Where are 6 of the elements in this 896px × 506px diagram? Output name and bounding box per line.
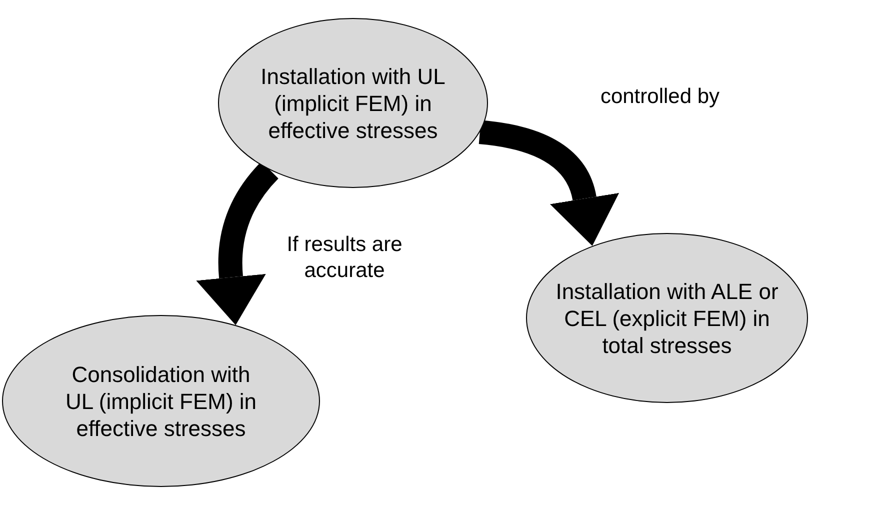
node-text: Installation with ALE or CEL (explicit FEM) in total stresses [554,278,780,358]
node-text: Consolidation with UL (implicit FEM) in effective stresses [64,360,258,442]
curved-arrow [196,162,279,326]
edge-label: controlled by [599,84,721,110]
edge-label: If results are accurate [286,232,404,284]
node-text: Installation with UL (implicit FEM) in effective stresses [260,62,446,144]
